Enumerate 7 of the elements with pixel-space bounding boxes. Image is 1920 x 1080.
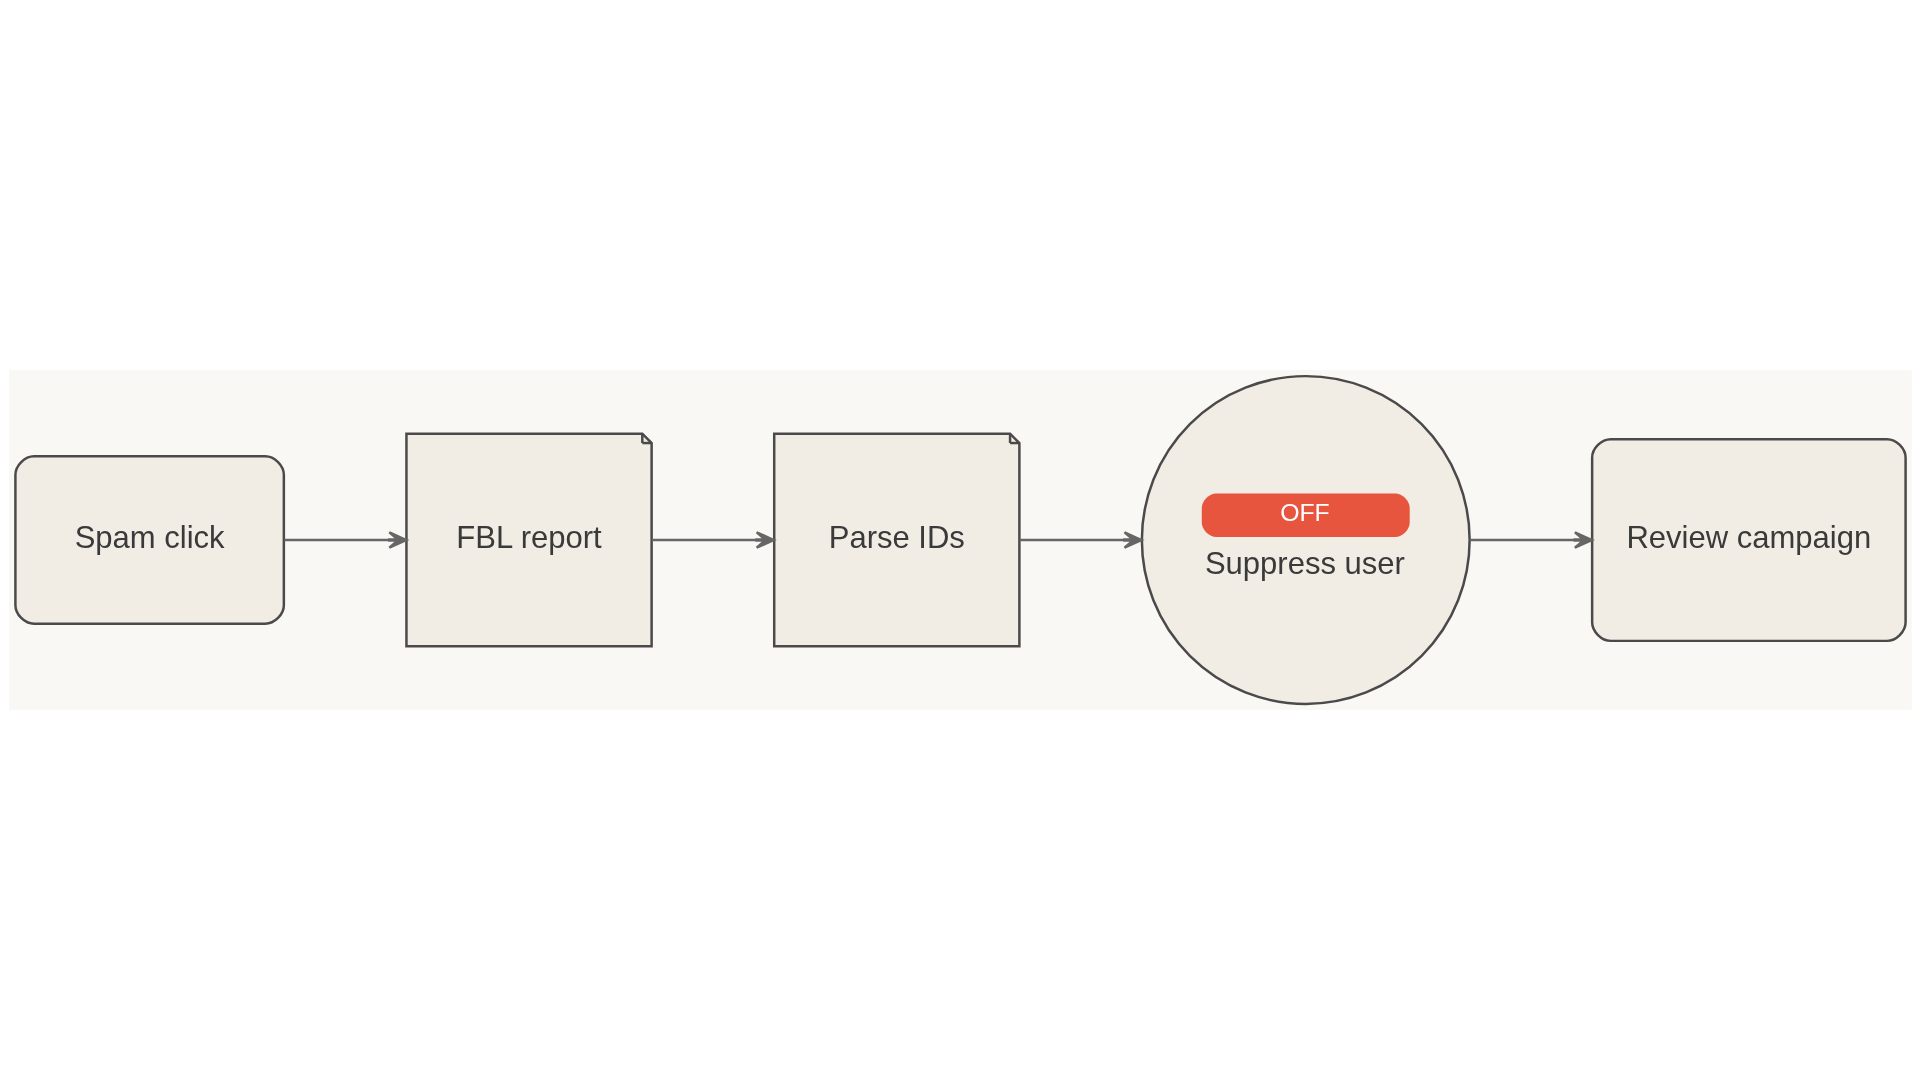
- node-box: Spam click: [13, 454, 285, 626]
- arrow: [1469, 531, 1593, 549]
- node-box: Review campaign: [1590, 437, 1907, 643]
- arrow: [651, 531, 775, 549]
- arrow: [1019, 531, 1143, 549]
- arrow: [283, 531, 408, 549]
- node-circle: OFF Suppress user: [1140, 374, 1471, 706]
